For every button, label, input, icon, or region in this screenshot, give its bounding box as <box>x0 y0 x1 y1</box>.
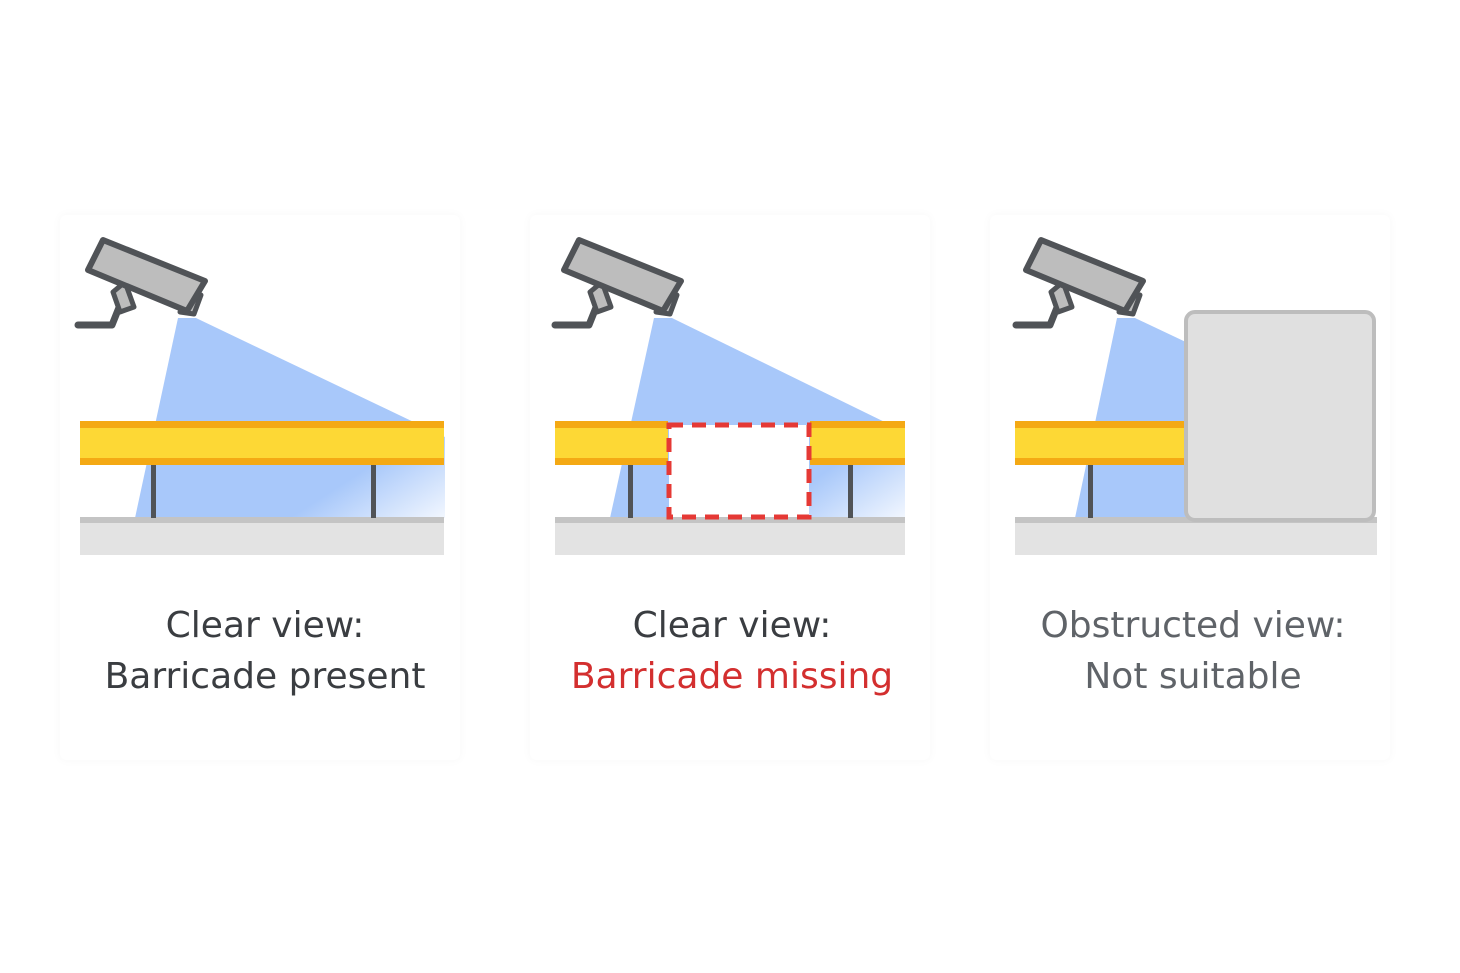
barricade-beam <box>80 421 444 465</box>
obstruction-block <box>1184 310 1376 522</box>
barricade-leg <box>151 463 156 518</box>
barricade-beam <box>1015 421 1187 465</box>
ground <box>80 517 444 555</box>
barricade <box>80 421 444 518</box>
scene-clear-present <box>74 237 445 555</box>
caption-clear-missing: Clear view: Barricade missing <box>497 600 967 702</box>
barricade-leg <box>628 463 633 518</box>
caption-title: Clear view: <box>165 605 365 646</box>
caption-subtitle: Barricade missing <box>570 656 894 697</box>
barricade <box>555 421 905 518</box>
camera-icon <box>551 237 684 329</box>
barricade-leg <box>848 463 853 518</box>
camera-icon <box>74 237 208 329</box>
caption-title: Obstructed view: <box>1040 605 1346 646</box>
view-cone <box>135 318 445 518</box>
barricade <box>1015 421 1187 518</box>
caption-obstructed: Obstructed view: Not suitable <box>958 600 1428 702</box>
barricade-beam <box>810 421 905 465</box>
view-cone <box>1075 318 1190 518</box>
barricade-leg <box>371 463 376 518</box>
scene-clear-missing <box>551 237 905 555</box>
caption-title: Clear view: <box>632 605 832 646</box>
barricade-leg <box>1088 463 1093 518</box>
caption-subtitle: Not suitable <box>1084 656 1302 697</box>
scene-obstructed <box>1012 237 1377 555</box>
caption-subtitle: Barricade present <box>104 656 426 697</box>
ground <box>1015 517 1377 555</box>
barricade-beam <box>555 421 668 465</box>
ground <box>555 517 905 555</box>
camera-icon <box>1012 237 1146 329</box>
missing-section <box>666 422 812 520</box>
caption-clear-present: Clear view: Barricade present <box>30 600 500 702</box>
